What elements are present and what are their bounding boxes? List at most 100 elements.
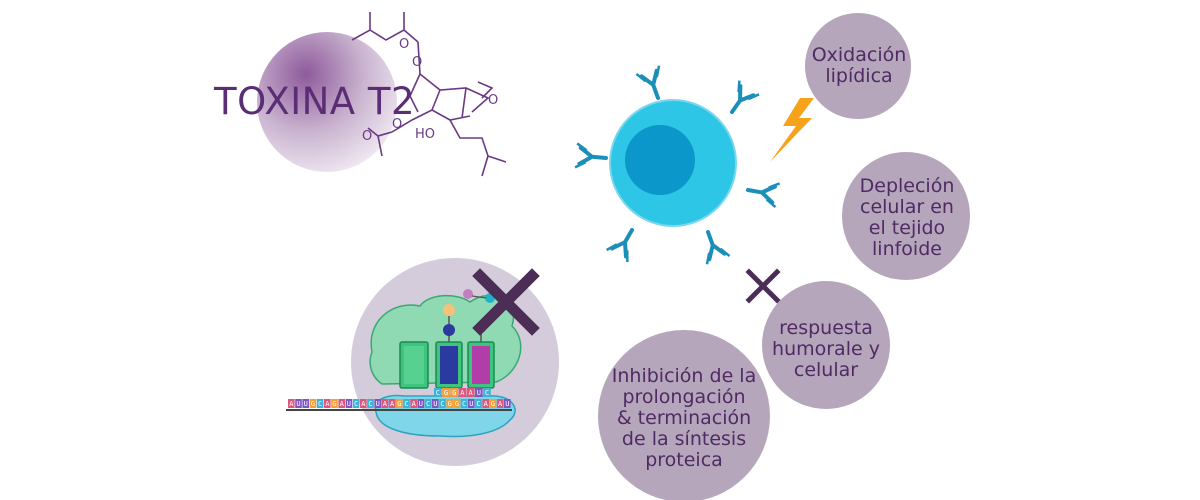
effect-bubble (598, 330, 770, 500)
nucleotide-letter: C (368, 400, 372, 408)
nucleotide-block (446, 399, 453, 408)
nucleotide-letter: C (318, 400, 322, 408)
effect-lymphoid-depletion: Depleción celular en el tejido linfoide (846, 176, 968, 260)
nucleotide-letter: A (412, 400, 417, 408)
nucleotide-block (396, 399, 403, 408)
effect-text-line: & terminación (616, 407, 752, 429)
nucleotide-block (295, 399, 302, 408)
effect-bubble (762, 281, 890, 409)
nucleotide-letter: A (325, 400, 330, 408)
effect-text-line: celular en (860, 196, 954, 218)
nucleotide-letter: G (332, 400, 336, 408)
title: TOXINA T2 (214, 80, 416, 123)
nucleotide-block (381, 399, 389, 408)
nucleotide-letter: U (469, 400, 473, 408)
nucleotide-letter: C (426, 400, 430, 408)
nucleotide-letter: G (455, 400, 459, 408)
nucleotide-letter: C (462, 400, 466, 408)
nucleotide-letter: A (383, 400, 388, 408)
nucleotide-block (504, 399, 511, 408)
nucleotide-block (458, 388, 467, 397)
nucleotide-letter: A (484, 400, 489, 408)
nucleotide-letter: A (498, 400, 503, 408)
nucleotide-letter: U (296, 400, 300, 408)
atom-label: O (362, 129, 372, 144)
nucleotide-block (453, 399, 461, 408)
nucleotide-letter: C (436, 389, 440, 397)
nucleotide-letter: U (347, 400, 351, 408)
nucleotide-block (475, 399, 482, 408)
nucleotide-block (483, 388, 491, 397)
nucleotide-block (324, 399, 331, 408)
nucleotide-block (410, 399, 417, 408)
effect-text-line: prolongación (622, 386, 746, 408)
nucleotide-block (302, 399, 309, 408)
nucleotide-block (424, 399, 432, 408)
nucleotide-letter: U (433, 400, 437, 408)
nucleotide-block (403, 399, 410, 408)
nucleotide-block (475, 388, 483, 397)
atom-label: O (412, 55, 422, 70)
nucleotide-block (374, 399, 381, 408)
nucleotide-letter: G (452, 389, 456, 397)
nucleotide-block (489, 399, 497, 408)
atom-label: HO (415, 127, 435, 142)
nucleotide-block (460, 399, 468, 408)
nucleotide-letter: U (376, 400, 380, 408)
nucleotide-block (496, 399, 504, 408)
effect-text-line: el tejido (868, 217, 946, 239)
effect-text-line: Inhibición de la (611, 365, 757, 387)
effect-lipid-oxidation: Oxidación lipídica (798, 45, 920, 87)
nucleotide-letter: A (460, 389, 465, 397)
effect-text-line: Oxidación (811, 44, 907, 66)
nucleotide-block (360, 399, 367, 408)
nucleotide-letter: A (361, 400, 366, 408)
cross-icon (745, 268, 781, 304)
toxin-bubble (257, 32, 397, 172)
nucleotide-block (316, 399, 324, 408)
effect-bubble (805, 13, 911, 119)
lightning-icon (770, 98, 814, 162)
nucleotide-letter: C (404, 400, 408, 408)
nucleotide-letter: A (390, 400, 395, 408)
nucleotide-block (345, 399, 353, 408)
nucleotide-block (417, 399, 425, 408)
effect-text-line: linfoide (872, 238, 942, 260)
effect-text-line: Depleción (859, 175, 955, 197)
nucleotide-block (432, 399, 439, 408)
nucleotide-letter: C (354, 400, 358, 408)
effect-bubble (842, 152, 970, 280)
nucleotide-letter: A (289, 400, 294, 408)
molecule-atoms: O O O O HO O (362, 37, 498, 144)
nucleotide-letter: A (468, 389, 473, 397)
immune-cell-icon (573, 63, 782, 267)
effect-protein-synthesis: Inhibición de la prolongación & terminac… (598, 366, 770, 471)
atom-label: O (488, 93, 498, 108)
nucleotide-block (442, 388, 450, 397)
nucleotide-letter: G (397, 400, 401, 408)
nucleotide-block (482, 399, 489, 408)
effect-text-line: humorale y (772, 338, 880, 360)
cross-icon (472, 268, 540, 336)
nucleotide-letter: C (440, 400, 444, 408)
nucleotide-letter: C (476, 400, 480, 408)
atom-label: O (399, 37, 409, 52)
nucleotide-block (352, 399, 360, 408)
effect-text-line: proteica (645, 449, 723, 471)
effect-text-line: de la síntesis (621, 428, 747, 450)
nucleotide-block (450, 388, 458, 397)
nucleotide-block (468, 399, 475, 408)
effect-text-line: respuesta (779, 317, 873, 339)
nucleotide-block (309, 399, 317, 408)
molecule-structure-icon (351, 12, 507, 177)
nucleotide-block (331, 399, 338, 408)
nucleotide-letter: C (485, 389, 489, 397)
nucleotide-letter: G (311, 400, 315, 408)
effect-text-line: celular (793, 359, 859, 381)
nucleotide-block (288, 399, 295, 408)
nucleotide-letter: A (340, 400, 345, 408)
nucleotide-block (388, 399, 396, 408)
nucleotide-block (338, 399, 345, 408)
